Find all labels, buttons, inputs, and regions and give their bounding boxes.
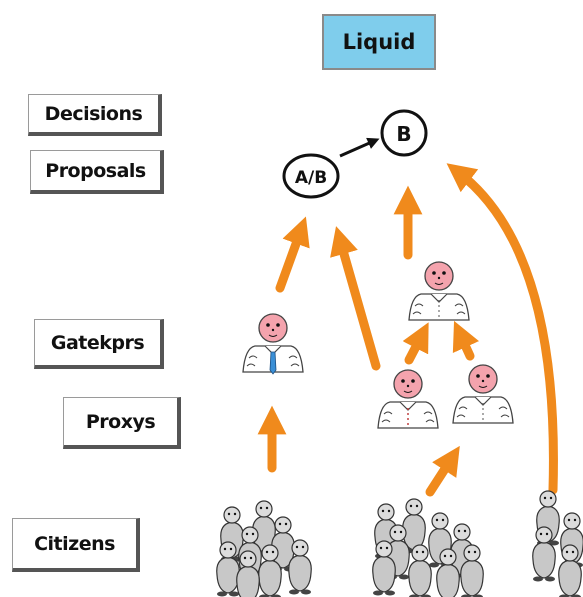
proposal-node: A/B [282,153,340,199]
level-label-citizens: Citizens [12,518,140,572]
arrow-proxy-to-gatekeeper-left [402,322,429,365]
gatekeeper-figure-left [242,313,304,375]
gatekeeper-figure-right [408,261,470,321]
level-label-proposals: Proposals [30,150,164,194]
proposal-node-label: A/B [295,168,327,188]
tie-icon [269,351,277,375]
level-label-proxys: Proxys [63,397,181,449]
decision-node-label: B [396,122,411,146]
decision-node: B [380,109,428,157]
arrow-proxy-to-proposal [330,226,381,371]
proxy-figure-right [452,364,514,424]
citizen-crowd-left [216,500,312,597]
citizen-crowd-middle [372,498,484,597]
arrow-gatekeeper-to-proposal [275,216,310,293]
arrow-citizens-direct-to-decision [446,163,558,495]
diagram-title: Liquid [322,14,436,70]
arrow-citizens-to-proxys [425,445,460,497]
level-label-gatekeepers: Gatekprs [34,319,164,369]
citizen-crowd-right [532,490,583,597]
arrow-proxy-to-gatekeeper-right [452,320,480,361]
proxy-figure-left [377,369,439,429]
level-label-decisions: Decisions [28,94,162,136]
proposal-to-decision-arrow [339,137,380,158]
